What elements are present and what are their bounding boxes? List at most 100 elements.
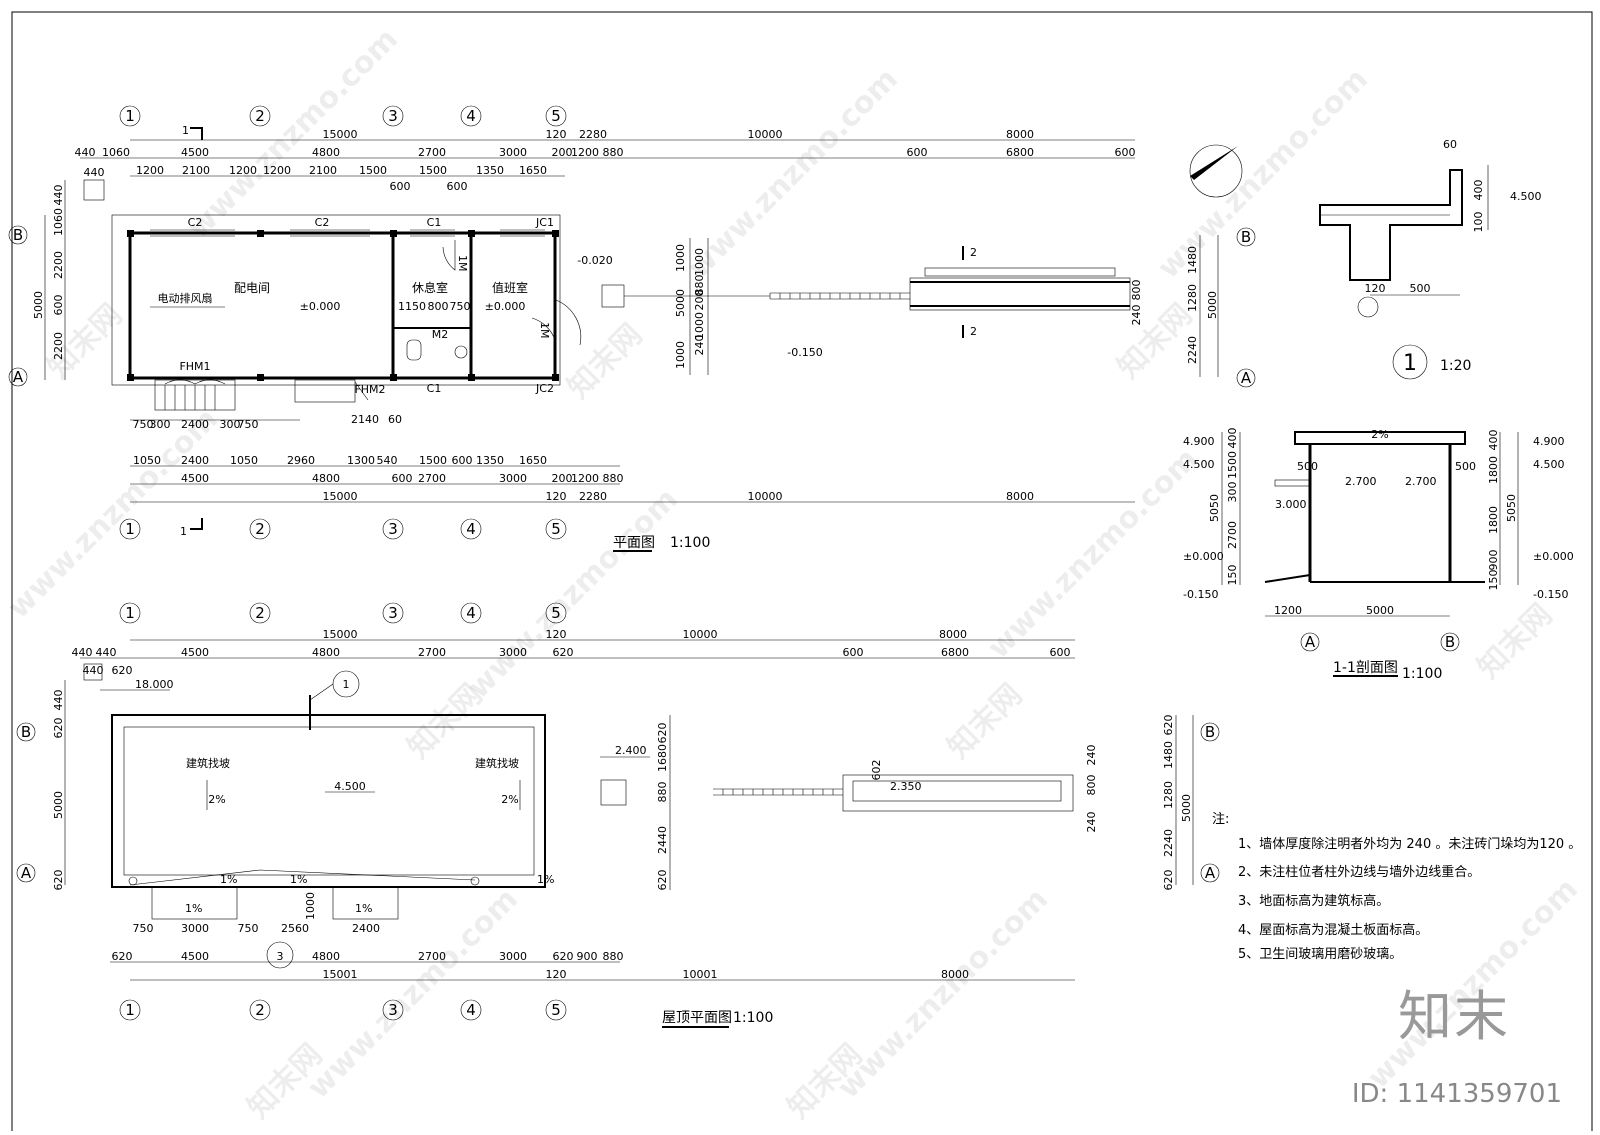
dim: 440 — [83, 664, 104, 677]
dim: 1650 — [519, 164, 547, 177]
dim: 8000 — [1006, 128, 1034, 141]
dim: 2960 — [287, 454, 315, 467]
section-mark-line — [190, 127, 203, 140]
svg-text:www.znzmo.com: www.znzmo.com — [681, 62, 905, 286]
elevation: 2.400 — [615, 744, 647, 757]
axis-label: 2 — [255, 520, 265, 538]
svg-text:www.znzmo.com: www.znzmo.com — [461, 482, 685, 706]
dim: 2240 — [1162, 829, 1175, 857]
dim: 3000 — [499, 472, 527, 485]
dim: 800 — [1085, 775, 1098, 796]
dim: 602 — [870, 760, 883, 781]
dim: 5000 — [1366, 604, 1394, 617]
dim: 120 — [1365, 282, 1386, 295]
dim: 1280 — [1186, 284, 1199, 312]
door-swing — [531, 305, 556, 341]
elevation: 4.900 — [1183, 435, 1215, 448]
axis-label: 3 — [388, 1001, 398, 1019]
dim: 600 — [907, 146, 928, 159]
dim: 10001 — [683, 968, 718, 981]
dim: 2200 — [52, 332, 65, 360]
axis-label: 5 — [551, 1001, 561, 1019]
section-scale: 1:100 — [1402, 666, 1442, 682]
dim: 620 — [553, 646, 574, 659]
axis-label: 3 — [388, 107, 398, 125]
dim: 240 — [693, 335, 706, 356]
axis-label: 4 — [466, 520, 476, 538]
roof-axis-top: 1 2 3 4 5 — [119, 602, 567, 624]
dim: 2700 — [418, 146, 446, 159]
detail-bubble — [1392, 344, 1428, 380]
dim: 120 — [546, 628, 567, 641]
dim: 1350 — [476, 454, 504, 467]
north-arrow-icon — [1189, 144, 1243, 198]
dim: 2400 — [352, 922, 380, 935]
elevation: ±0.000 — [300, 300, 341, 313]
callout-number: 3 — [277, 950, 284, 963]
dim: 1200 — [263, 164, 291, 177]
axis-bubbles-top: 1 2 3 4 5 — [119, 105, 567, 127]
dim: 600 — [390, 180, 411, 193]
dim: 500 — [1455, 460, 1476, 473]
dim: 4500 — [181, 646, 209, 659]
dim: 1000 — [674, 244, 687, 272]
dim: 5050 — [1505, 494, 1518, 522]
dim: 600 — [843, 646, 864, 659]
floor-plan-scale: 1:100 — [670, 535, 710, 551]
dim: 2700 — [418, 646, 446, 659]
dim: 1500 — [419, 454, 447, 467]
axis-label: 1 — [125, 604, 135, 622]
dim: 300 — [1226, 482, 1239, 503]
fence — [769, 292, 910, 300]
dim: 750 — [238, 922, 259, 935]
room-label: 值班室 — [492, 280, 528, 295]
dim: 2200 — [52, 251, 65, 279]
fan-label: 电动排风扇 — [158, 291, 213, 305]
bottom-dimensions: 750 300 2400 300 750 2140 60 1050 2400 1… — [130, 413, 1135, 503]
dim: 620 — [1162, 715, 1175, 736]
mid-dimensions: 1000 5000 1000 1000 880 200 1000 240 — [674, 238, 709, 375]
dim: 1800 — [1487, 506, 1500, 534]
svg-text:2: 2 — [970, 325, 977, 338]
dim: 4800 — [312, 146, 340, 159]
section-mark: 1 — [182, 124, 189, 137]
dim: 1200 — [1274, 604, 1302, 617]
dim: 620 — [52, 870, 65, 891]
window-tag: JC2 — [535, 382, 554, 395]
dim: 8000 — [1006, 490, 1034, 503]
dim: 900 — [1487, 550, 1500, 571]
roof-axis-bottom: 1 2 3 4 5 — [119, 999, 567, 1021]
axis-label: A — [1241, 369, 1252, 387]
dim: 4500 — [181, 950, 209, 963]
dim: 880 — [603, 472, 624, 485]
axis-label: 2 — [255, 107, 265, 125]
dim: 5000 — [32, 291, 45, 319]
dim: 880 — [693, 275, 706, 296]
elevation: -0.150 — [1533, 588, 1568, 601]
dim: 750 — [133, 922, 154, 935]
dim: 880 — [603, 146, 624, 159]
note-item: 2、未注柱位者柱外边线与墙外边线重合。 — [1238, 864, 1480, 880]
dim: 5000 — [1206, 291, 1219, 319]
dim: 2240 — [1186, 336, 1199, 364]
svg-text:www.znzmo.com: www.znzmo.com — [301, 882, 525, 1106]
room-label: 休息室 — [412, 280, 448, 295]
box-roof — [600, 779, 627, 806]
dim: 800 — [1130, 280, 1143, 301]
dim: 1200 — [571, 146, 599, 159]
note-item: 1、墙体厚度除注明者外均为 240 。未注砖门垛均为120 。 — [1238, 836, 1581, 852]
dim: 800 — [428, 300, 449, 313]
dim: 750 — [238, 418, 259, 431]
elevation: -0.150 — [787, 346, 822, 359]
axis-bubbles-bottom: 1 2 3 4 5 — [119, 518, 567, 540]
dim: 2400 — [181, 418, 209, 431]
dim: 600 — [52, 295, 65, 316]
dim: 4500 — [181, 146, 209, 159]
note-item: 5、卫生间玻璃用磨砂玻璃。 — [1238, 947, 1402, 962]
windows-top — [150, 229, 545, 237]
dim: 750 — [133, 418, 154, 431]
dim: 2440 — [656, 826, 669, 854]
dim: 620 — [112, 950, 133, 963]
